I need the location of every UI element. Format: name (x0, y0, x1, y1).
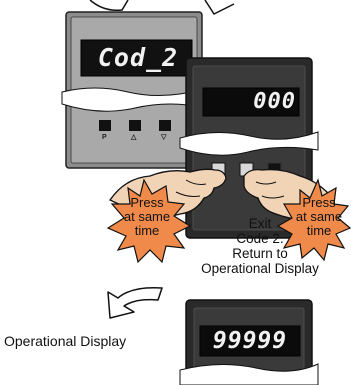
code-display-text: Cod_2 (97, 43, 179, 72)
operational-display-text: 99999 (212, 328, 288, 354)
curved-arrow (107, 286, 163, 319)
code-meter (61, 11, 207, 169)
code-key-p-label: P (102, 134, 107, 141)
main-display-text: 000 (253, 89, 296, 114)
exit-label: Exit Code 2. Return to Operational Displ… (201, 216, 319, 276)
code-key-down-label: ▽ (161, 134, 167, 141)
left-burst (106, 178, 192, 264)
press-right-label: Press at same time (295, 195, 343, 238)
press-left-label: Press at same time (123, 195, 171, 238)
right-burst (276, 178, 351, 262)
code-key-up-label: △ (131, 134, 137, 141)
operational-display-label: Operational Display (4, 333, 127, 349)
operational-meter (179, 299, 319, 385)
top-arrow-fragment (89, 0, 235, 15)
